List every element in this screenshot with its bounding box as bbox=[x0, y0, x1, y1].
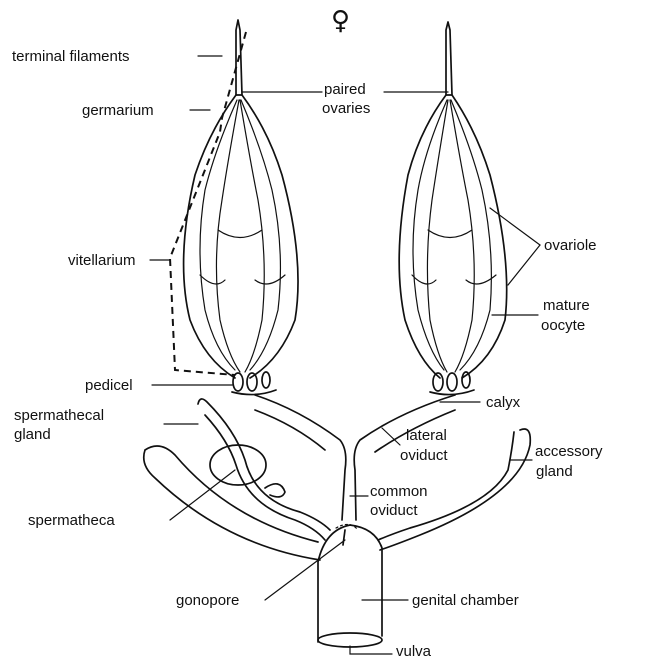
female-symbol: ♀ bbox=[331, 8, 350, 34]
spermathecal-duct bbox=[205, 415, 325, 540]
label-ovaries: ovaries bbox=[322, 99, 370, 118]
label-pedicel: pedicel bbox=[85, 376, 133, 395]
label-common: common bbox=[370, 482, 428, 501]
left-ovary bbox=[184, 20, 298, 395]
genital-chamber-shape bbox=[318, 525, 382, 642]
ovary-region-bracket bbox=[170, 32, 246, 375]
label-terminal-filaments: terminal filaments bbox=[12, 47, 130, 66]
label-accessory-gland: gland bbox=[536, 462, 573, 481]
label-gonopore: gonopore bbox=[176, 591, 239, 610]
label-vulva: vulva bbox=[396, 642, 431, 661]
left-accessory-gland bbox=[144, 446, 320, 560]
label-mature: mature bbox=[543, 296, 590, 315]
label-lateral: lateral bbox=[406, 426, 447, 445]
label-spermathecal: spermathecal bbox=[14, 406, 104, 425]
label-paired: paired bbox=[324, 80, 366, 99]
label-germarium: germarium bbox=[82, 101, 154, 120]
spermathecal-gland-shape bbox=[198, 399, 330, 530]
left-lateral-oviduct-inner bbox=[255, 410, 325, 450]
label-spermatheca: spermatheca bbox=[28, 511, 115, 530]
label-genital-chamber: genital chamber bbox=[412, 591, 519, 610]
label-common-oviduct: oviduct bbox=[370, 501, 418, 520]
spermatheca-shape bbox=[210, 445, 266, 485]
label-oocyte: oocyte bbox=[541, 316, 585, 335]
label-spermathecal-gland: gland bbox=[14, 425, 51, 444]
label-ovariole: ovariole bbox=[544, 236, 597, 255]
label-lateral-oviduct: oviduct bbox=[400, 446, 448, 465]
label-accessory: accessory bbox=[535, 442, 603, 461]
left-lateral-oviduct bbox=[255, 395, 346, 520]
vulva-opening bbox=[318, 633, 382, 647]
label-calyx: calyx bbox=[486, 393, 520, 412]
label-vitellarium: vitellarium bbox=[68, 251, 136, 270]
